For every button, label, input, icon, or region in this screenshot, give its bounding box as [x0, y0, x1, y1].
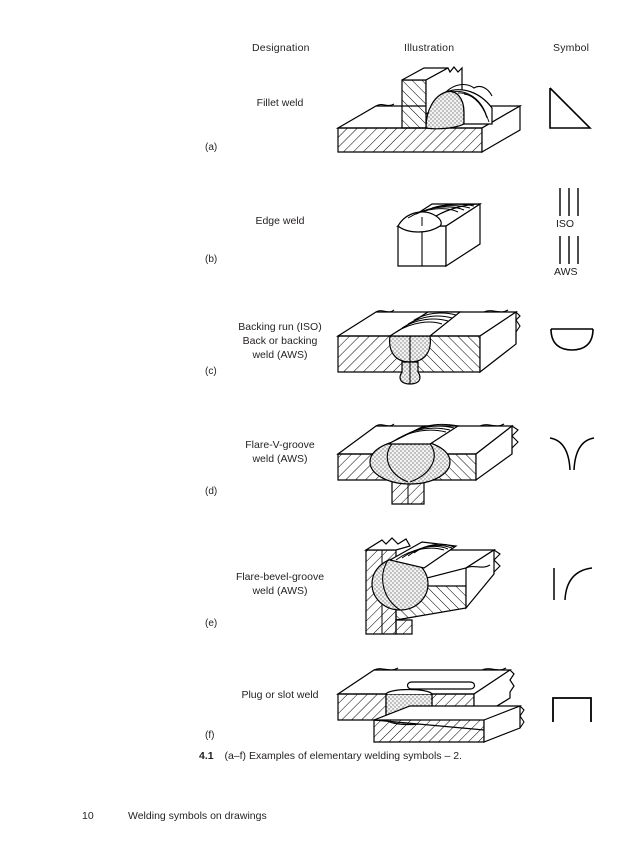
figure-caption: 4.1 (a–f) Examples of elementary welding…	[199, 750, 462, 762]
symbol-label-iso: ISO	[556, 218, 575, 230]
designation-text: Backing run (ISO) Back or backing weld (…	[238, 321, 322, 361]
designation-text: Edge weld	[255, 215, 305, 227]
designation-text: Fillet weld	[256, 97, 304, 109]
symbol-flare-v-groove	[548, 432, 596, 474]
symbol-label-aws: AWS	[554, 266, 578, 278]
column-header-symbol: Symbol	[553, 42, 590, 54]
row-letter: (f)	[205, 730, 215, 741]
illustration-backing-run	[334, 292, 526, 392]
footer-page-number: 10	[82, 810, 94, 822]
row-letter: (a)	[205, 142, 218, 153]
figure-caption-number: 4.1	[199, 750, 214, 762]
illustration-edge-weld	[384, 186, 504, 272]
illustration-plug-or-slot-weld	[334, 658, 526, 743]
symbol-edge-weld-iso-aws: ISO AWS	[552, 186, 598, 278]
symbol-flare-bevel-groove	[550, 562, 596, 604]
symbol-fillet-weld	[548, 86, 594, 132]
designation-text: Flare-V-groove weld (AWS)	[245, 439, 315, 465]
designation-text: Plug or slot weld	[241, 689, 319, 701]
figure-caption-text: (a–f) Examples of elementary welding sym…	[224, 750, 462, 762]
illustration-fillet-weld	[334, 62, 524, 162]
footer-running-title: Welding symbols on drawings	[128, 810, 267, 822]
symbol-plug-or-slot-weld	[548, 694, 596, 726]
illustration-flare-bevel-groove	[344, 534, 524, 638]
row-letter: (c)	[205, 366, 217, 377]
row-letter: (d)	[205, 486, 218, 497]
designation-text: Flare-bevel-groove weld (AWS)	[235, 571, 325, 597]
row-letter: (e)	[205, 618, 218, 629]
illustration-flare-v-groove	[334, 412, 526, 514]
column-header-designation: Designation	[252, 42, 310, 54]
symbol-backing-run	[548, 325, 596, 353]
column-header-illustration: Illustration	[404, 42, 455, 54]
row-letter: (b)	[205, 254, 218, 265]
